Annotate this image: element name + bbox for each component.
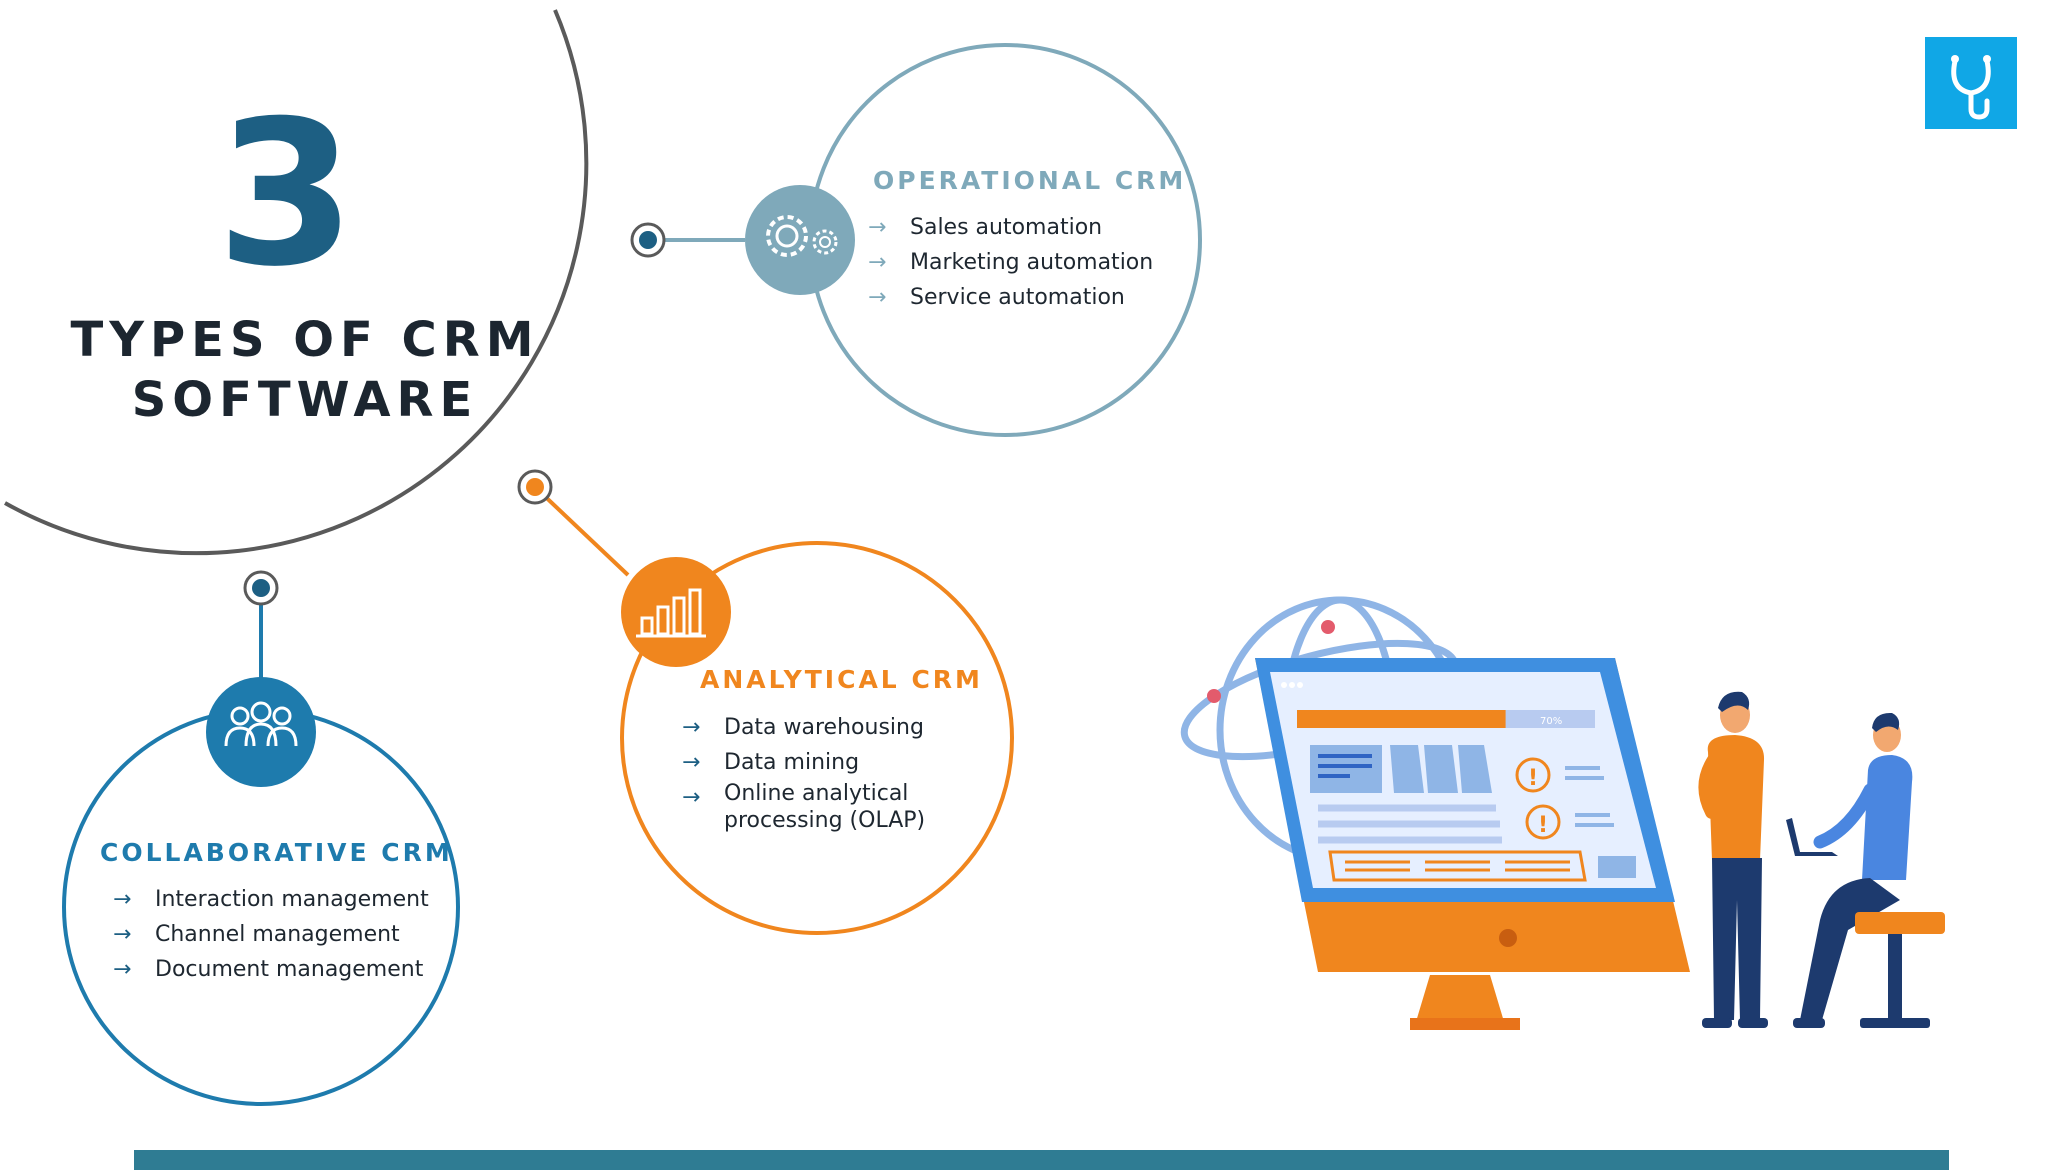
svg-text:!: ! (1538, 813, 1548, 838)
operational-crm-list: →Sales automation →Marketing automation … (868, 210, 1153, 315)
analytical-node (519, 471, 551, 503)
screen-block (1310, 745, 1382, 793)
analytical-connector (535, 487, 628, 575)
list-item: →Data mining (682, 745, 954, 780)
stool-leg (1888, 934, 1902, 1018)
list-item: →Channel management (113, 917, 429, 952)
analytical-crm-list: →Data warehousing →Data mining →Online a… (682, 710, 954, 838)
arrow-right-icon: → (113, 952, 131, 987)
main-title-line-1: TYPES OF CRM (60, 310, 550, 370)
standing-person (1702, 692, 1768, 1028)
bar-chart-icon (621, 557, 731, 667)
big-number: 3 (198, 95, 374, 295)
svg-text:!: ! (1528, 766, 1538, 791)
operational-crm-title: OPERATIONAL CRM (873, 166, 1186, 195)
stethoscope-icon (1925, 37, 2017, 129)
arrow-right-icon: → (868, 210, 886, 245)
list-item: →Online analytical processing (OLAP) (682, 780, 954, 838)
bug-dot-icon (1321, 620, 1335, 634)
arrow-right-icon: → (682, 745, 700, 780)
arrow-right-icon: → (113, 917, 131, 952)
arrow-right-icon: → (682, 780, 700, 815)
arrow-right-icon: → (868, 245, 886, 280)
logo-badge (1925, 37, 2017, 129)
stool-foot (1860, 1018, 1930, 1028)
collaborative-crm-list: →Interaction management →Channel managem… (113, 882, 429, 987)
window-dot (1281, 682, 1287, 688)
main-title-line-2: SOFTWARE (60, 370, 550, 430)
arrow-right-icon: → (868, 280, 886, 315)
monitor-stand (1415, 975, 1505, 1025)
progress-label: 70% (1540, 716, 1562, 727)
computer-illustration: 70% ! ! (1173, 600, 1690, 1030)
list-item: →Marketing automation (868, 245, 1153, 280)
monitor-power-dot (1499, 929, 1517, 947)
bug-dot-icon (1207, 689, 1221, 703)
stool-seat (1855, 912, 1945, 934)
bottom-bar (134, 1150, 1949, 1170)
team-icon (206, 677, 316, 787)
window-dot (1289, 682, 1295, 688)
sitting-person (1786, 713, 1945, 1028)
progress-fill (1297, 710, 1506, 728)
analytical-crm-title: ANALYTICAL CRM (700, 665, 983, 694)
screen-mini-card (1598, 856, 1636, 878)
list-item: →Interaction management (113, 882, 429, 917)
list-item: →Document management (113, 952, 429, 987)
arrow-right-icon: → (682, 710, 700, 745)
list-item: →Service automation (868, 280, 1153, 315)
main-title: TYPES OF CRM SOFTWARE (60, 310, 550, 430)
gears-icon (745, 185, 855, 295)
list-item: →Sales automation (868, 210, 1153, 245)
list-item: →Data warehousing (682, 710, 954, 745)
operational-node (632, 224, 664, 256)
collaborative-crm-title: COLLABORATIVE CRM (100, 838, 453, 867)
monitor-base (1410, 1018, 1520, 1030)
arrow-right-icon: → (113, 882, 131, 917)
window-dot (1297, 682, 1303, 688)
collaborative-node (245, 572, 277, 604)
